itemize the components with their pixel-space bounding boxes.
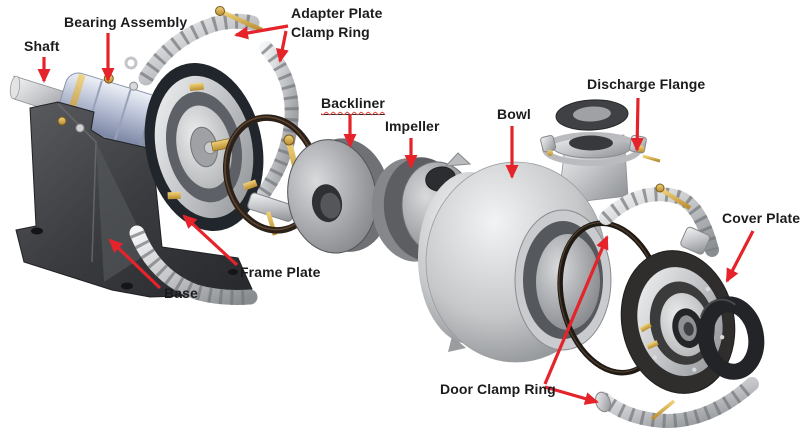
cover-plate-bolt	[669, 272, 675, 277]
cover-plate-bolt	[652, 355, 658, 360]
frame-plate-part	[144, 62, 264, 232]
gasket-hole	[572, 106, 611, 122]
arrow-base	[108, 238, 162, 290]
clamp-arc	[595, 377, 759, 429]
base-foot-hole	[121, 282, 133, 290]
bearing-bolt	[129, 81, 139, 91]
cover-plate-part	[620, 250, 736, 394]
clamp-bolt-head	[283, 134, 295, 146]
base-bolt	[75, 123, 85, 133]
flange-bolt	[642, 154, 661, 163]
arrow-layer	[37, 24, 755, 405]
cover-plate-sleeve-bore	[683, 322, 694, 336]
frame-plate-clip	[167, 191, 181, 200]
cover-plate-bolt	[719, 334, 725, 340]
bowl-lug	[444, 152, 472, 167]
clamp-bolt	[660, 188, 692, 210]
base-foot-hole	[228, 269, 238, 275]
bowl-bore	[536, 234, 600, 330]
cover-plate-bolt	[705, 286, 711, 292]
frame-plate-clip	[189, 82, 205, 92]
cover-plate-stud	[639, 322, 652, 333]
bowl-lug	[448, 336, 466, 352]
clamp-bolt	[650, 399, 676, 421]
base-body	[15, 101, 253, 298]
backliner-part	[287, 138, 391, 254]
bearing-seam	[114, 89, 132, 141]
base-edge	[57, 103, 97, 263]
clamp-arc-teeth	[139, 13, 254, 82]
clamp-bolt-head	[655, 183, 665, 193]
door-clamp-ring-bottom-part	[595, 377, 759, 429]
clamp-bolt	[221, 9, 263, 33]
frame-plate-clip	[242, 179, 258, 191]
clamp-arc-teeth	[130, 230, 251, 305]
cover-plate-stud	[646, 340, 659, 350]
rubber-ring-highlight	[699, 298, 736, 318]
arrow-adapter-plate-clamp-ring	[275, 30, 289, 63]
discharge-gasket-part	[555, 99, 629, 131]
backliner-hole-inner	[320, 192, 341, 219]
flange-bore	[569, 135, 613, 151]
adapter-plate-clamp-ring-part	[129, 6, 303, 305]
arrow-door-clamp-ring	[544, 385, 599, 405]
door-clamp-ring-top-part	[599, 183, 719, 257]
clamp-arc-teeth	[258, 43, 299, 198]
base-bolt	[57, 116, 67, 126]
rubber-ring	[697, 296, 765, 380]
arrow-adapter-plate-clamp-ring	[234, 24, 289, 40]
rubber-seal-ring-part	[697, 296, 765, 380]
clamp-arc-teeth	[601, 187, 719, 252]
arrow-frame-plate	[182, 214, 239, 267]
clamp-bracket	[680, 226, 711, 255]
eye-bolt-icon	[124, 56, 138, 70]
flange-bolt	[547, 150, 553, 156]
arrow-discharge-flange	[630, 97, 644, 152]
base-foot-hole	[31, 227, 43, 235]
cover-plate-bolt	[692, 367, 697, 372]
arrow-cover-plate	[725, 230, 755, 283]
arrow-door-clamp-ring	[543, 235, 609, 385]
clamp-bolt-head	[215, 6, 225, 16]
shaft-end	[9, 75, 21, 100]
